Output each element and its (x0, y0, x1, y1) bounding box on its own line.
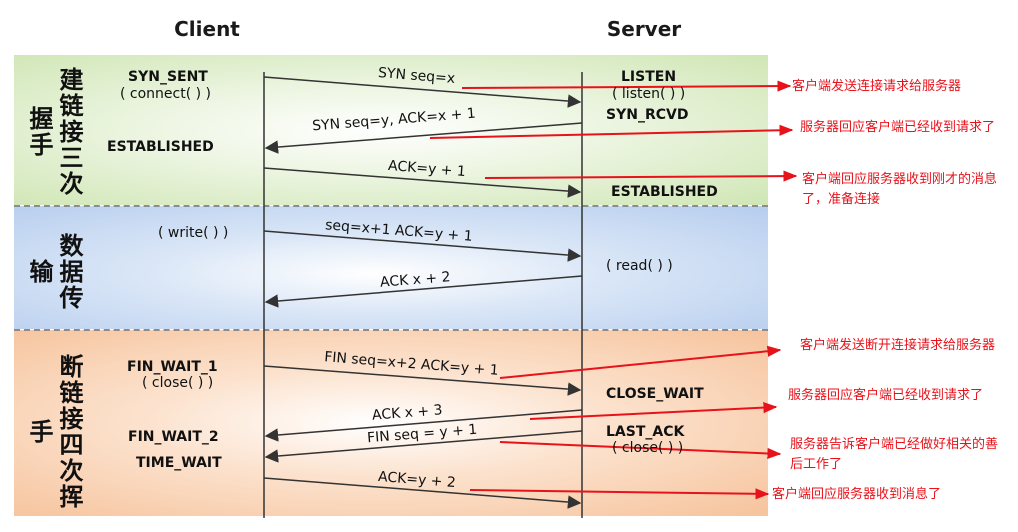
client-header: Client (174, 17, 240, 41)
server-state-established: ESTABLISHED (611, 184, 718, 200)
annotation-note-3: 客户端回应服务器收到刚才的消息了，准备连接 (802, 172, 998, 207)
client-state-established: ESTABLISHED (107, 139, 214, 155)
annotation-arrow-2 (429, 124, 794, 139)
phase-band-establish (14, 55, 768, 205)
server-state-last-ack: LAST_ACK (606, 424, 685, 440)
client-state-syn-sent: SYN_SENT (128, 69, 208, 85)
arrow-m3 (263, 167, 582, 198)
server-state-close-wait: CLOSE_WAIT (606, 386, 704, 402)
annotation-note-4: 客户端发送断开连接请求给服务器 (800, 338, 996, 353)
arrow-m2 (264, 122, 583, 154)
annotation-note-1: 客户端发送连接请求给服务器 (792, 79, 962, 94)
annotation-arrow-5 (529, 402, 778, 420)
annotation-arrow-6 (499, 441, 782, 460)
client-call-close: ( close( ) ) (142, 375, 214, 391)
arrow-m1 (263, 76, 582, 108)
arrow-m6 (263, 365, 582, 396)
phase-band-close (14, 330, 768, 516)
client-call-write: ( write( ) ) (158, 225, 229, 241)
phase-separator (14, 329, 768, 331)
arrow-m5 (264, 275, 583, 308)
client-state-fin-wait-2: FIN_WAIT_2 (128, 429, 219, 445)
annotation-note-5: 服务器回应客户端已经收到请求了 (788, 388, 984, 403)
client-call-connect: ( connect( ) ) (120, 86, 212, 102)
annotation-arrow-4 (499, 345, 782, 379)
phase-band-transfer (14, 206, 768, 329)
server-call-listen: ( listen( ) ) (612, 86, 686, 102)
phase-label-establish: 建链接三次握手 (25, 67, 83, 197)
server-call-close: ( close( ) ) (612, 440, 684, 456)
arrow-m9 (263, 477, 582, 509)
arrow-m4 (263, 230, 582, 262)
phase-label-close: 断链接四次挥手 (25, 354, 83, 510)
server-header: Server (606, 17, 682, 41)
annotation-arrow-7 (469, 488, 770, 500)
annotation-arrow-1 (461, 80, 792, 92)
client-state-fin-wait-1: FIN_WAIT_1 (127, 359, 218, 375)
annotation-arrow-3 (484, 170, 798, 182)
phase-separator (14, 205, 768, 207)
server-call-read: ( read( ) ) (606, 258, 673, 274)
annotation-note-6: 服务器告诉客户端已经做好相关的善后工作了 (790, 437, 999, 472)
server-state-listen: LISTEN (621, 69, 677, 85)
arrow-m7 (264, 409, 583, 442)
server-state-syn-rcvd: SYN_RCVD (606, 107, 689, 123)
phase-label-transfer: 数据传输 (25, 233, 83, 311)
annotation-note-7: 客户端回应服务器收到消息了 (772, 487, 942, 502)
annotation-note-2: 服务器回应客户端已经收到请求了 (800, 120, 996, 135)
client-state-time-wait: TIME_WAIT (136, 455, 222, 471)
arrow-m8 (264, 430, 583, 463)
